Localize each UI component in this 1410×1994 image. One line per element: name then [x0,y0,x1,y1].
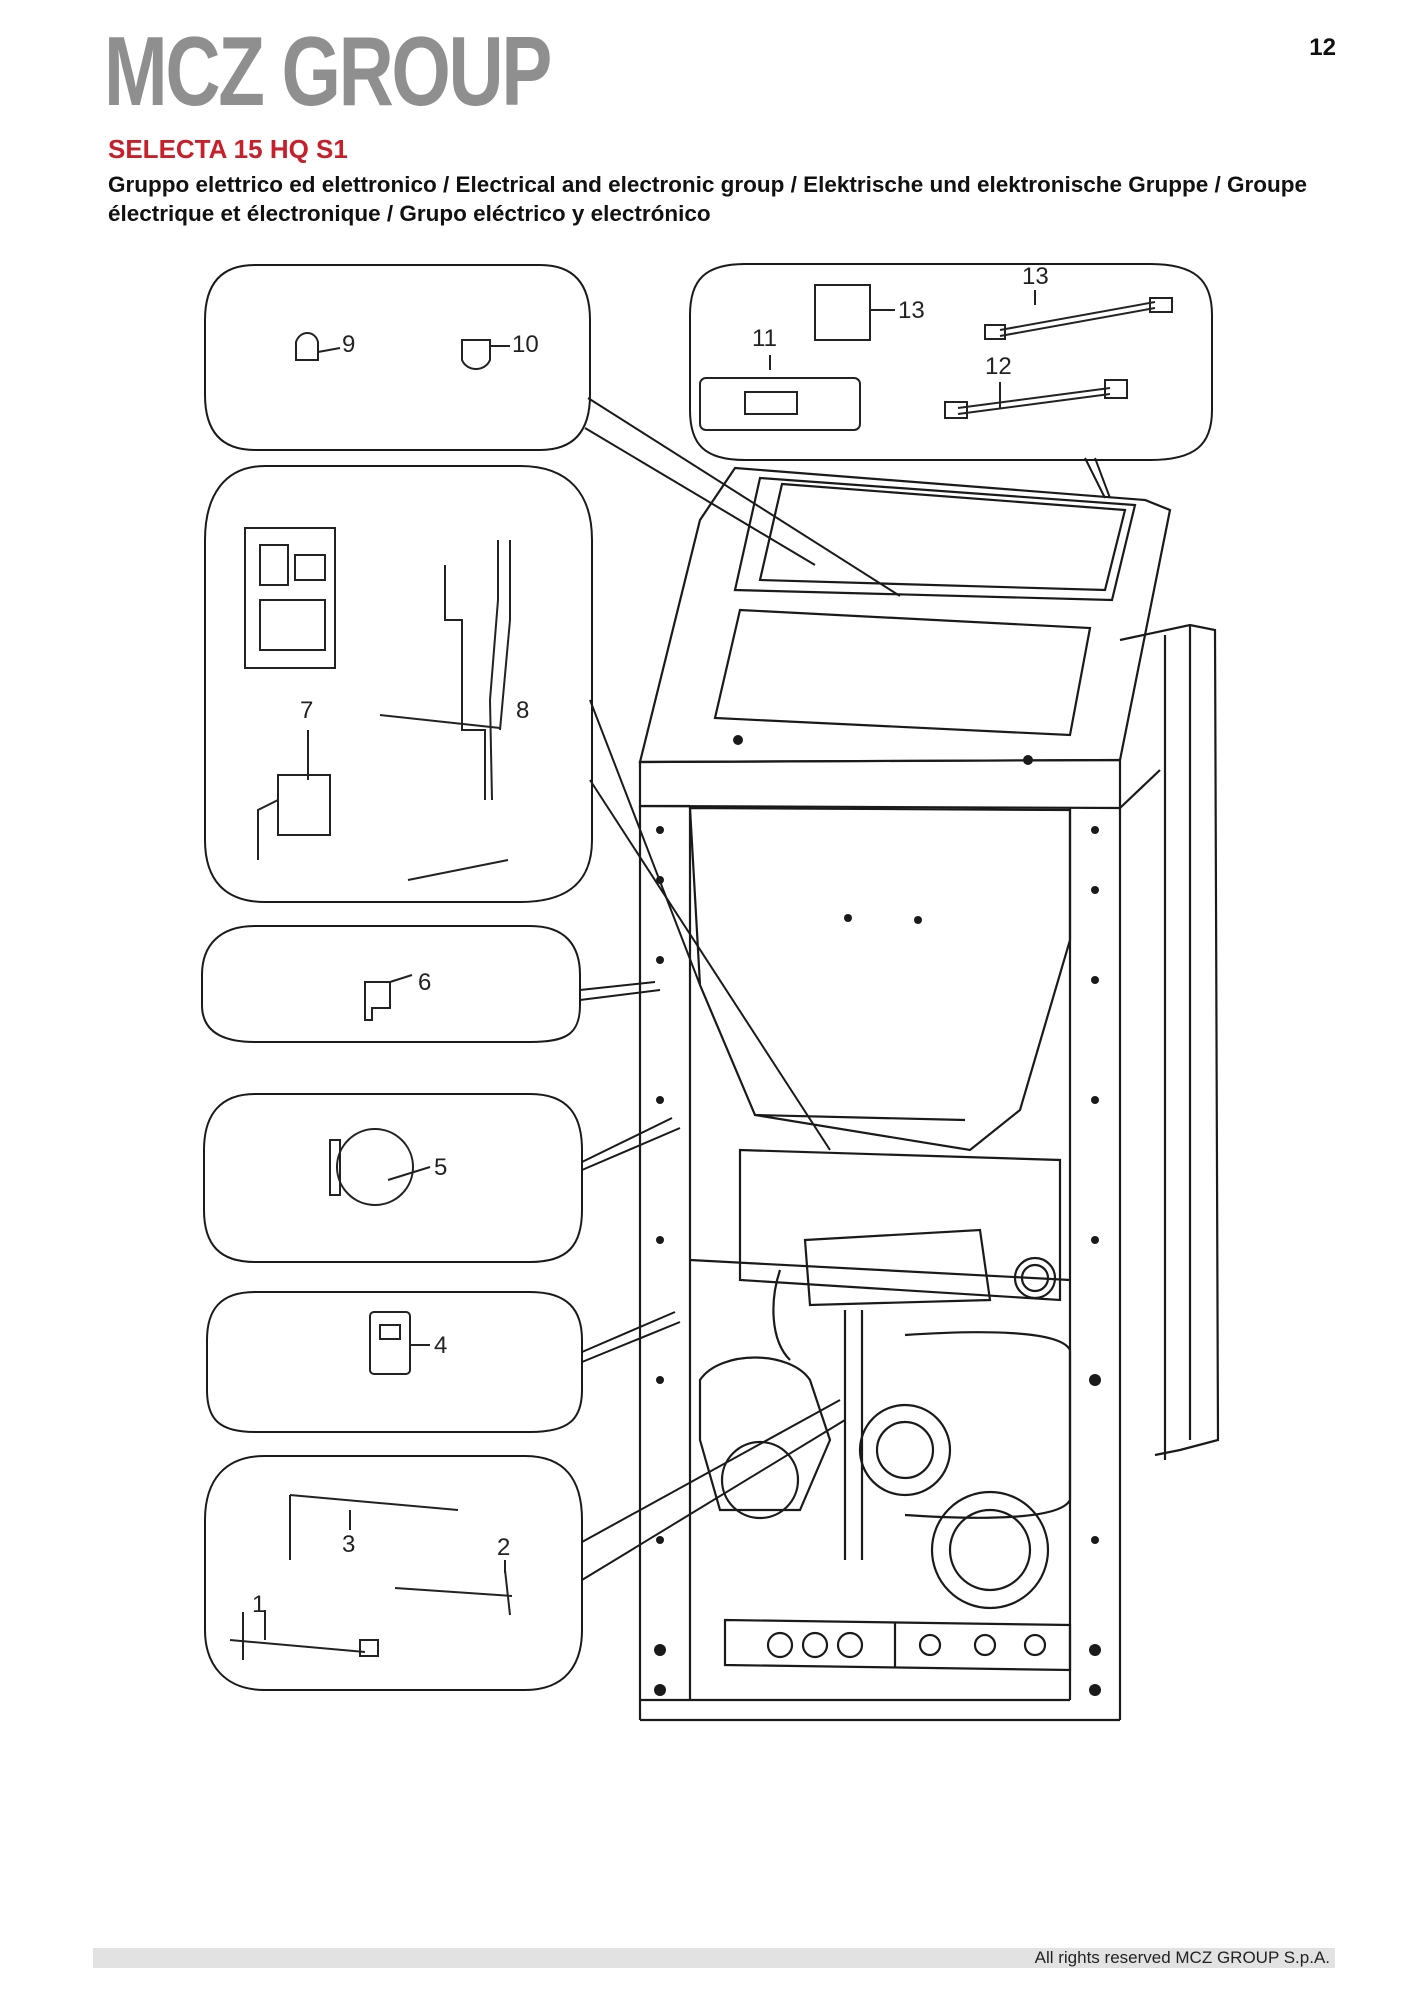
callout-13-cable: 13 [1022,263,1049,290]
callout-4: 4 [434,1332,447,1359]
callout-13-keypad: 13 [898,297,925,324]
part-sketches [229,284,1173,1660]
bubble-part-5 [203,1093,583,1263]
footer-bar [93,1948,1335,1968]
bubble-part-4 [206,1291,583,1433]
brand-logo: MCZ GROUP [104,16,552,126]
bubble-parts-1-3 [204,1455,583,1691]
callout-1: 1 [252,1591,265,1618]
stove-body-drawing [638,466,1220,1722]
callout-12: 12 [985,353,1012,380]
callout-7: 7 [300,697,313,724]
bubble-part-6 [201,925,581,1043]
callout-2: 2 [497,1534,510,1561]
bubble-electronics-7-8 [204,465,593,903]
model-title: SELECTA 15 HQ S1 [108,134,348,164]
footer-copyright: All rights reserved MCZ GROUP S.p.A. [1034,1948,1330,1967]
callout-11: 11 [752,325,777,352]
callout-3: 3 [342,1531,355,1558]
callout-8: 8 [516,697,529,724]
callout-10: 10 [512,331,539,358]
callout-6: 6 [418,969,431,996]
bubble-display-11-13 [689,263,1213,461]
group-subtitle: Gruppo elettrico ed elettronico / Electr… [108,172,1308,226]
stove-bolts [654,735,1101,1696]
bubble-sensors-9-10 [204,264,591,451]
callout-5: 5 [434,1154,447,1181]
callout-9: 9 [342,331,355,358]
page-number: 12 [1309,34,1336,61]
